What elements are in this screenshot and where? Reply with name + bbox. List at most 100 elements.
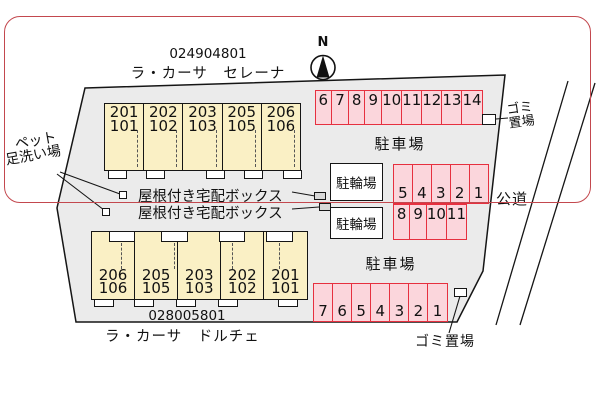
compass-north-label: N [317,35,329,50]
entrance-porch [146,170,165,179]
unit-number-lower: 102 [228,279,257,297]
garbage-area-icon [454,287,467,297]
parking-space: 10 [381,91,401,124]
unit-number-upper: 202 [228,265,257,284]
unit-number-upper: 202 [148,103,178,121]
bicycle-parking-label: 駐輪場 [336,175,377,192]
property-name-bottom: ラ・カーサ ドルチェ [105,328,260,345]
garbage-top-label: ゴミ 置場 [506,99,536,132]
parking-space: 3 [430,165,450,203]
unit-number-upper: 205 [141,265,171,284]
garbage-area-icon [482,113,496,125]
garbage-top-label-line2: 置場 [507,112,536,132]
entrance-porch [277,298,298,308]
parking-space: 12 [421,91,441,124]
property-code-top: 024904801 [169,46,247,62]
property-name-top: ラ・カーサ セレーナ [130,66,286,82]
unit-number-lower: 105 [227,116,257,135]
parking-row-south: 7 6 5 4 3 2 1 [313,283,448,322]
parking-space: 7 [318,302,328,320]
parking-space: 8 [396,204,407,223]
unit-number-upper: 206 [266,103,296,121]
parking-space: 9 [409,204,425,239]
parking-row-north: 6 7 8 9 10 11 12 13 14 [314,90,483,125]
pet-wash-station-icon [118,190,127,199]
parking-space: 7 [331,91,348,124]
parking-space: 6 [332,284,351,321]
parking-space: 13 [441,91,461,124]
parking-space: 2 [449,165,469,203]
entrance-notch [108,230,135,242]
entrance-porch [282,170,302,179]
unit-number-upper: 206 [98,265,128,284]
public-road-label: 公道 [496,190,529,208]
bicycle-parking-south: 駐輪場 [329,206,383,239]
parking-space: 2 [408,284,427,321]
entrance-porch [205,170,225,179]
delivery-box-label-2: 屋根付き宅配ボックス [138,205,283,222]
garbage-top-leader-line [495,117,509,120]
delivery-box-leader-line [291,206,320,210]
entrance-notch [218,230,245,242]
road-line [495,80,569,326]
unit-number-lower: 106 [266,116,296,135]
entrance-porch [108,170,127,179]
unit-number-upper: 201 [109,103,139,121]
parking-space: 11 [401,91,421,124]
delivery-box-label-1: 屋根付き宅配ボックス [138,188,283,205]
delivery-box-leader-line [291,191,316,197]
pet-wash-leader-line [59,171,121,195]
parking-lot-label-north: 駐車場 [374,135,426,153]
property-code-bottom: 028005801 [148,308,226,324]
garbage-bottom-leader-line [448,295,461,334]
unit-number-lower: 101 [109,116,139,135]
parking-space: 1 [427,284,446,321]
parking-space: 10 [425,204,446,239]
unit-number-upper: 201 [271,265,300,284]
parking-space: 1 [468,165,488,203]
entrance-porch [93,298,114,308]
unit-number-lower: 106 [98,279,128,297]
entrance-notch [266,230,293,242]
parking-row-mid-lower: 8 9 10 11 [393,203,467,240]
entrance-porch [133,298,154,308]
unit-number-lower: 103 [184,279,214,297]
parking-space: 4 [370,284,389,321]
pet-wash-leader-line [56,173,105,211]
pet-wash-station-icon [101,207,110,216]
bicycle-parking-label: 駐輪場 [336,216,377,233]
unit-number-lower: 101 [271,279,300,297]
parking-space: 9 [364,91,381,124]
parking-space: 11 [445,204,466,239]
unit-number-upper: 203 [184,265,214,284]
unit-number-upper: 203 [188,103,217,121]
unit-number-lower: 105 [141,279,171,297]
garbage-bottom-label: ゴミ置場 [415,334,475,350]
compass-icon [310,54,336,81]
delivery-box-icon [314,192,326,200]
entrance-porch [244,170,263,179]
parking-space: 4 [411,165,431,203]
entrance-porch [217,298,238,308]
parking-space: 6 [318,91,329,109]
parking-space: 14 [461,91,482,124]
parking-space: 3 [389,284,408,321]
entrance-notch [161,230,188,242]
parking-lot-label-south: 駐車場 [365,255,417,273]
parking-space: 5 [351,284,370,321]
entrance-porch [176,298,196,308]
unit-number-lower: 103 [188,116,217,135]
